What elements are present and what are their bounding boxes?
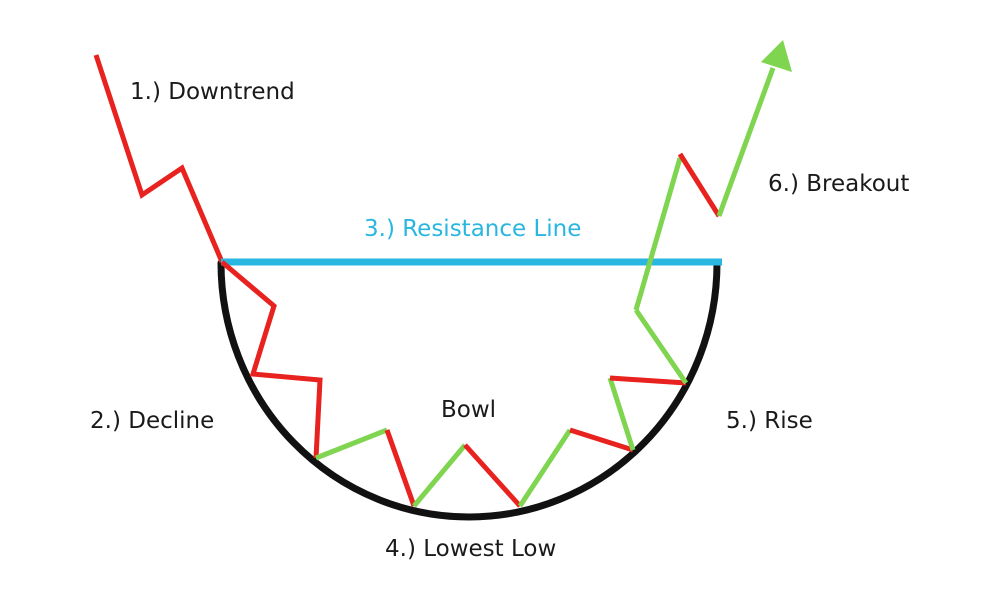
bowl-segment-up-3 [517, 428, 573, 508]
breakout-line [716, 67, 776, 217]
decline-label: 2.) Decline [90, 408, 215, 434]
rise-label: 5.) Rise [726, 408, 813, 434]
rise-segment-up-1 [607, 377, 636, 451]
bowl-label: Bowl [441, 397, 497, 423]
bowl-segment-up-1 [315, 427, 388, 461]
resistance-label: 3.) Resistance Line [364, 216, 582, 242]
rise-segment-down-1 [609, 375, 687, 386]
rise-segment-up-2 [633, 308, 689, 385]
breakout-label: 6.) Breakout [768, 171, 910, 197]
bowl-segment-down-3 [569, 427, 634, 453]
bowl-curve [217, 259, 721, 521]
downtrend-line [93, 54, 225, 263]
bowl-segment-down-2 [463, 443, 522, 508]
bowl-segment-up-2 [412, 443, 467, 508]
rise-segment-up-3 [633, 157, 683, 311]
breakout-arrowhead [761, 40, 792, 72]
downtrend-label: 1.) Downtrend [130, 79, 295, 105]
bowl-segment-down-1 [384, 429, 417, 507]
decline-line [220, 260, 323, 459]
lowest-low-label: 4.) Lowest Low [385, 536, 557, 562]
breakout-pullback [677, 152, 722, 218]
